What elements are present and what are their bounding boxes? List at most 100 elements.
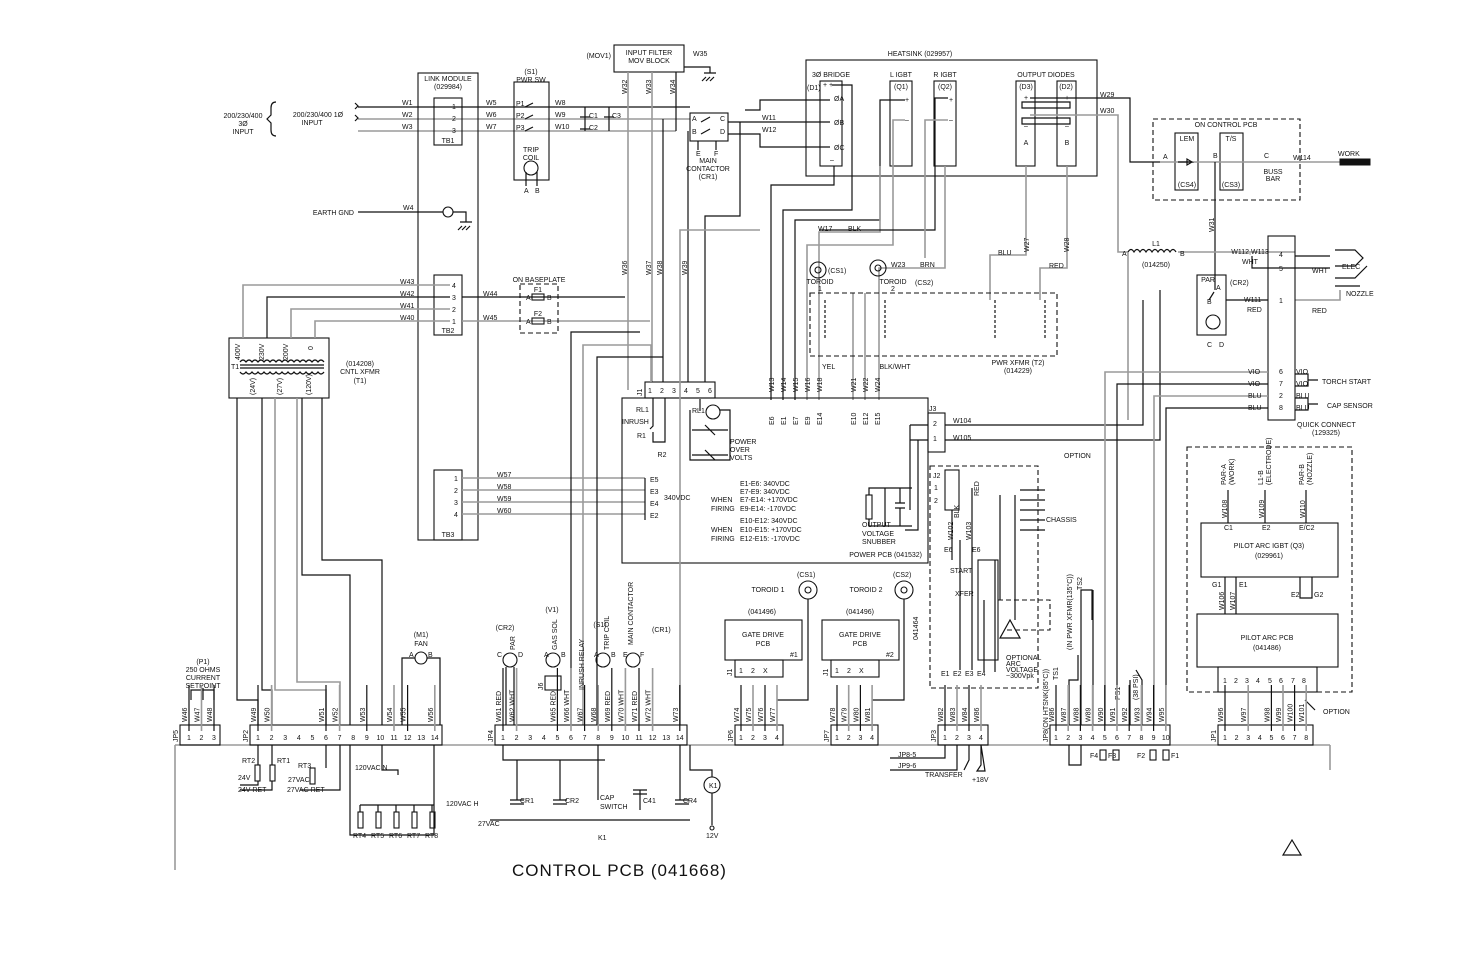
label-mov1: (MOV1) xyxy=(587,53,612,60)
quick-connect[interactable] xyxy=(1267,235,1296,421)
label-pa-work: (WORK) xyxy=(1229,459,1236,485)
label-w23: W23 xyxy=(891,262,906,269)
label-pwr-xfmr-num: (014229) xyxy=(1004,368,1032,375)
connector-pin: 2 xyxy=(955,735,959,742)
label-option1: OPTION xyxy=(1064,453,1091,460)
label-n7: E12-E15: -170VDC xyxy=(740,536,800,543)
label-c3: C3 xyxy=(612,113,621,120)
tb2-terminal-block xyxy=(433,274,463,336)
label-w22: W22 xyxy=(863,378,870,393)
label-w112: W112,W113 xyxy=(1231,249,1269,256)
connector-pin: 7 xyxy=(338,735,342,742)
label-pb: PAR-B xyxy=(1299,464,1306,485)
label-gd2-a: GATE DRIVE xyxy=(839,632,881,639)
connector-pin: 1 xyxy=(835,735,839,742)
connector-pin: 7 xyxy=(1293,735,1297,742)
label-qc-1: 1 xyxy=(1279,298,1283,305)
label-w105: W105 xyxy=(953,435,971,442)
label-p3: P3 xyxy=(516,125,525,132)
wire-label: W48 xyxy=(207,708,214,723)
power-pcb xyxy=(621,397,929,564)
label-link-title: LINK MODULE xyxy=(424,76,472,83)
label-w110: W110 xyxy=(1300,500,1307,518)
wire-label: W47 xyxy=(195,708,202,723)
wire-label: W92 xyxy=(1122,708,1129,723)
wire-label: W49 xyxy=(251,708,258,723)
label-rt4: RT4 xyxy=(353,833,366,840)
power-switch-s1[interactable] xyxy=(513,81,550,181)
connector-body xyxy=(734,724,784,746)
label-w36: W36 xyxy=(622,261,629,276)
connector-pin: 13 xyxy=(417,735,425,742)
label-tb1-3: 3 xyxy=(452,128,456,135)
connector-pin: 10 xyxy=(377,735,385,742)
wire-label: W95 xyxy=(1159,708,1166,723)
connector-body xyxy=(1217,724,1314,746)
wire-label: W96 xyxy=(1218,708,1225,723)
label-p2: P2 xyxy=(516,113,525,120)
label-pov1: POWER xyxy=(730,439,756,446)
label-w39: W39 xyxy=(682,261,689,276)
inductor-l1-icon xyxy=(1127,248,1177,254)
label-yel: YEL xyxy=(822,364,835,371)
control-pcb-title: CONTROL PCB (041668) xyxy=(512,861,727,880)
label-par: PAR xyxy=(1201,277,1215,284)
label-w111: W111 xyxy=(1244,297,1261,304)
label-br-plus: + + xyxy=(823,82,833,89)
label-w108: W108 xyxy=(1222,500,1229,518)
connector-pin: 6 xyxy=(569,735,573,742)
label-blu: BLU xyxy=(998,250,1012,257)
toroid-cs1-icon xyxy=(809,261,827,279)
label-filter2: MOV BLOCK xyxy=(628,58,670,65)
label-f1: F1 xyxy=(534,287,542,294)
label-w41: W41 xyxy=(400,303,415,310)
connector-pin: 7 xyxy=(1127,735,1131,742)
label-qc-7: 7 xyxy=(1279,381,1283,388)
label-pe3: E3 xyxy=(650,489,659,496)
connector-pin: 2 xyxy=(270,735,274,742)
connector-pin: 2 xyxy=(751,735,755,742)
wire-label: W62 WHT xyxy=(510,689,517,722)
label-w103: W103 xyxy=(966,522,973,540)
label-w4: W4 xyxy=(403,205,414,212)
label-w33: W33 xyxy=(646,80,653,95)
label-j2-2: 2 xyxy=(934,498,938,505)
connector-pin: 2 xyxy=(515,735,519,742)
wire-label: W54 xyxy=(387,708,394,723)
connector-pin: 1 xyxy=(739,735,743,742)
label-pa-num: (041486) xyxy=(1253,645,1281,652)
label-firing2: FIRING xyxy=(711,536,735,543)
label-fan-a: A xyxy=(409,652,414,659)
connector-pin: 5 xyxy=(1103,735,1107,742)
label-t1-400: 400V xyxy=(235,343,242,360)
label-blu2: BLU xyxy=(1248,405,1262,412)
label-w28: W28 xyxy=(1064,238,1071,253)
label-qc-6: 6 xyxy=(1279,369,1283,376)
label-oe2: E2 xyxy=(953,671,962,678)
label-w27: W27 xyxy=(1024,238,1031,253)
label-q1: (Q1) xyxy=(894,84,908,91)
label-r1: R1 xyxy=(637,433,646,440)
label-blk-wht: BLK/WHT xyxy=(879,364,911,371)
label-pa-p2: 2 xyxy=(1234,678,1238,685)
label-cr2: (CR2) xyxy=(1230,280,1249,287)
label-jp8-5: JP8-5 xyxy=(898,752,916,759)
toroid-2-icon xyxy=(894,580,914,600)
power-transformer-t2 xyxy=(809,292,1058,357)
label-j1-2: 2 xyxy=(660,388,664,395)
label-w29: W29 xyxy=(1100,92,1115,99)
label-q3-g1: G1 xyxy=(1212,582,1221,589)
label-p1-set: SETPOINT xyxy=(185,683,221,690)
connector-pin: 1 xyxy=(1223,735,1227,742)
connector-pin: 6 xyxy=(324,735,328,742)
label-w57: W57 xyxy=(497,472,512,479)
label-opt4: ~300Vpk xyxy=(1006,673,1034,680)
